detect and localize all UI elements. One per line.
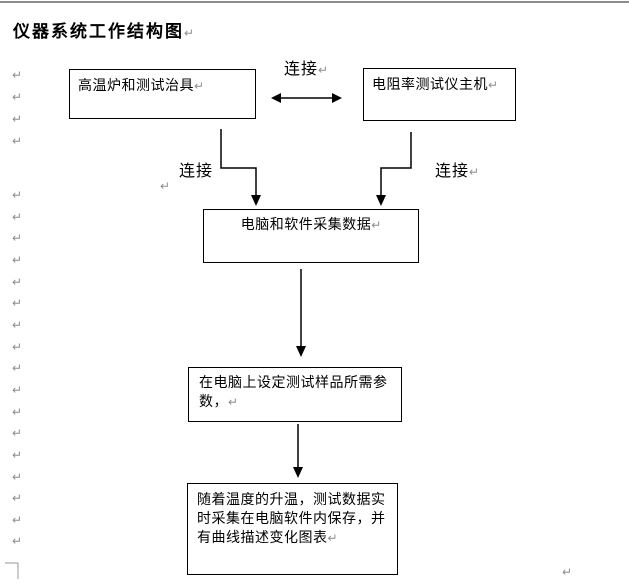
pilcrow-mark: ↵ [12, 470, 23, 484]
box-host-text: 电阻率测试仪主机 [372, 76, 488, 92]
box-acquire-text: 电脑和软件采集数据 [240, 216, 372, 232]
pilcrow-mark: ↵ [12, 318, 23, 332]
pilcrow-mark: ↵ [371, 218, 382, 232]
pilcrow-mark: ↵ [228, 395, 239, 409]
pilcrow-mark: ↵ [12, 448, 23, 462]
page-top-edge [0, 1, 629, 3]
label-connect-right-text: 连接 [435, 163, 470, 180]
pilcrow-mark: ↵ [12, 340, 23, 354]
pilcrow-mark: ↵ [12, 426, 23, 440]
label-connect-left-text: 连接 [179, 163, 214, 180]
pilcrow-mark: ↵ [318, 63, 329, 77]
box-record-text: 随着温度的升温，测试数据实时采集在电脑软件内保存，并有曲线描述变化图表 [197, 491, 386, 545]
pilcrow-mark: ↵ [12, 112, 23, 126]
pilcrow-mark: ↵ [160, 179, 171, 193]
page-title-text: 仪器系统工作结构图 [13, 22, 184, 41]
pilcrow-mark: ↵ [12, 534, 23, 548]
pilcrow-mark: ↵ [488, 78, 499, 92]
pilcrow-mark: ↵ [12, 491, 23, 505]
pilcrow-mark: ↵ [12, 513, 23, 527]
pilcrow-mark: ↵ [12, 296, 23, 310]
pilcrow-mark: ↵ [12, 275, 23, 289]
flowchart-box-record-data[interactable]: 随着温度的升温，测试数据实时采集在电脑软件内保存，并有曲线描述变化图表↵ [187, 483, 398, 575]
pilcrow-mark: ↵ [12, 90, 23, 104]
pilcrow-mark: ↵ [12, 383, 23, 397]
pilcrow-mark: ↵ [194, 79, 205, 93]
bidirectional-arrow[interactable] [271, 93, 342, 103]
pilcrow-mark: ↵ [12, 253, 23, 267]
pilcrow-mark: ↵ [12, 134, 23, 148]
pilcrow-mark: ↵ [12, 231, 23, 245]
pilcrow-mark: ↵ [184, 26, 195, 40]
arrow-params-to-record[interactable] [293, 424, 303, 478]
pilcrow-mark: ↵ [12, 361, 23, 375]
pilcrow-mark: ↵ [12, 405, 23, 419]
flowchart-box-set-params[interactable]: 在电脑上设定测试样品所需参数，↵ [188, 367, 402, 422]
pilcrow-mark: ↵ [327, 531, 338, 545]
box-params-text: 在电脑上设定测试样品所需参数， [199, 374, 388, 409]
flowchart-box-acquire-data[interactable]: 电脑和软件采集数据↵ [203, 209, 419, 263]
pilcrow-mark: ↵ [562, 565, 573, 579]
page-title[interactable]: 仪器系统工作结构图↵ [13, 17, 194, 42]
pilcrow-mark: ↵ [12, 210, 23, 224]
pilcrow-mark: ↵ [12, 188, 23, 202]
box-furnace-text: 高温炉和测试治具 [78, 77, 194, 93]
arrow-acquire-to-params[interactable] [296, 269, 306, 357]
flowchart-box-host[interactable]: 电阻率测试仪主机↵ [363, 68, 516, 121]
label-connect-top[interactable]: 连接↵ [284, 55, 328, 79]
label-connect-top-text: 连接 [284, 61, 319, 78]
flowchart-box-furnace[interactable]: 高温炉和测试治具↵ [69, 69, 256, 119]
label-connect-left[interactable]: 连接 [179, 157, 213, 181]
connector-furnace-to-acquire[interactable] [220, 129, 261, 206]
pilcrow-mark: ↵ [12, 68, 23, 82]
connector-host-to-acquire[interactable] [376, 132, 412, 206]
text-boundary-corner-mark [5, 562, 19, 579]
pilcrow-mark: ↵ [469, 165, 480, 179]
label-connect-right[interactable]: 连接↵ [435, 157, 479, 181]
